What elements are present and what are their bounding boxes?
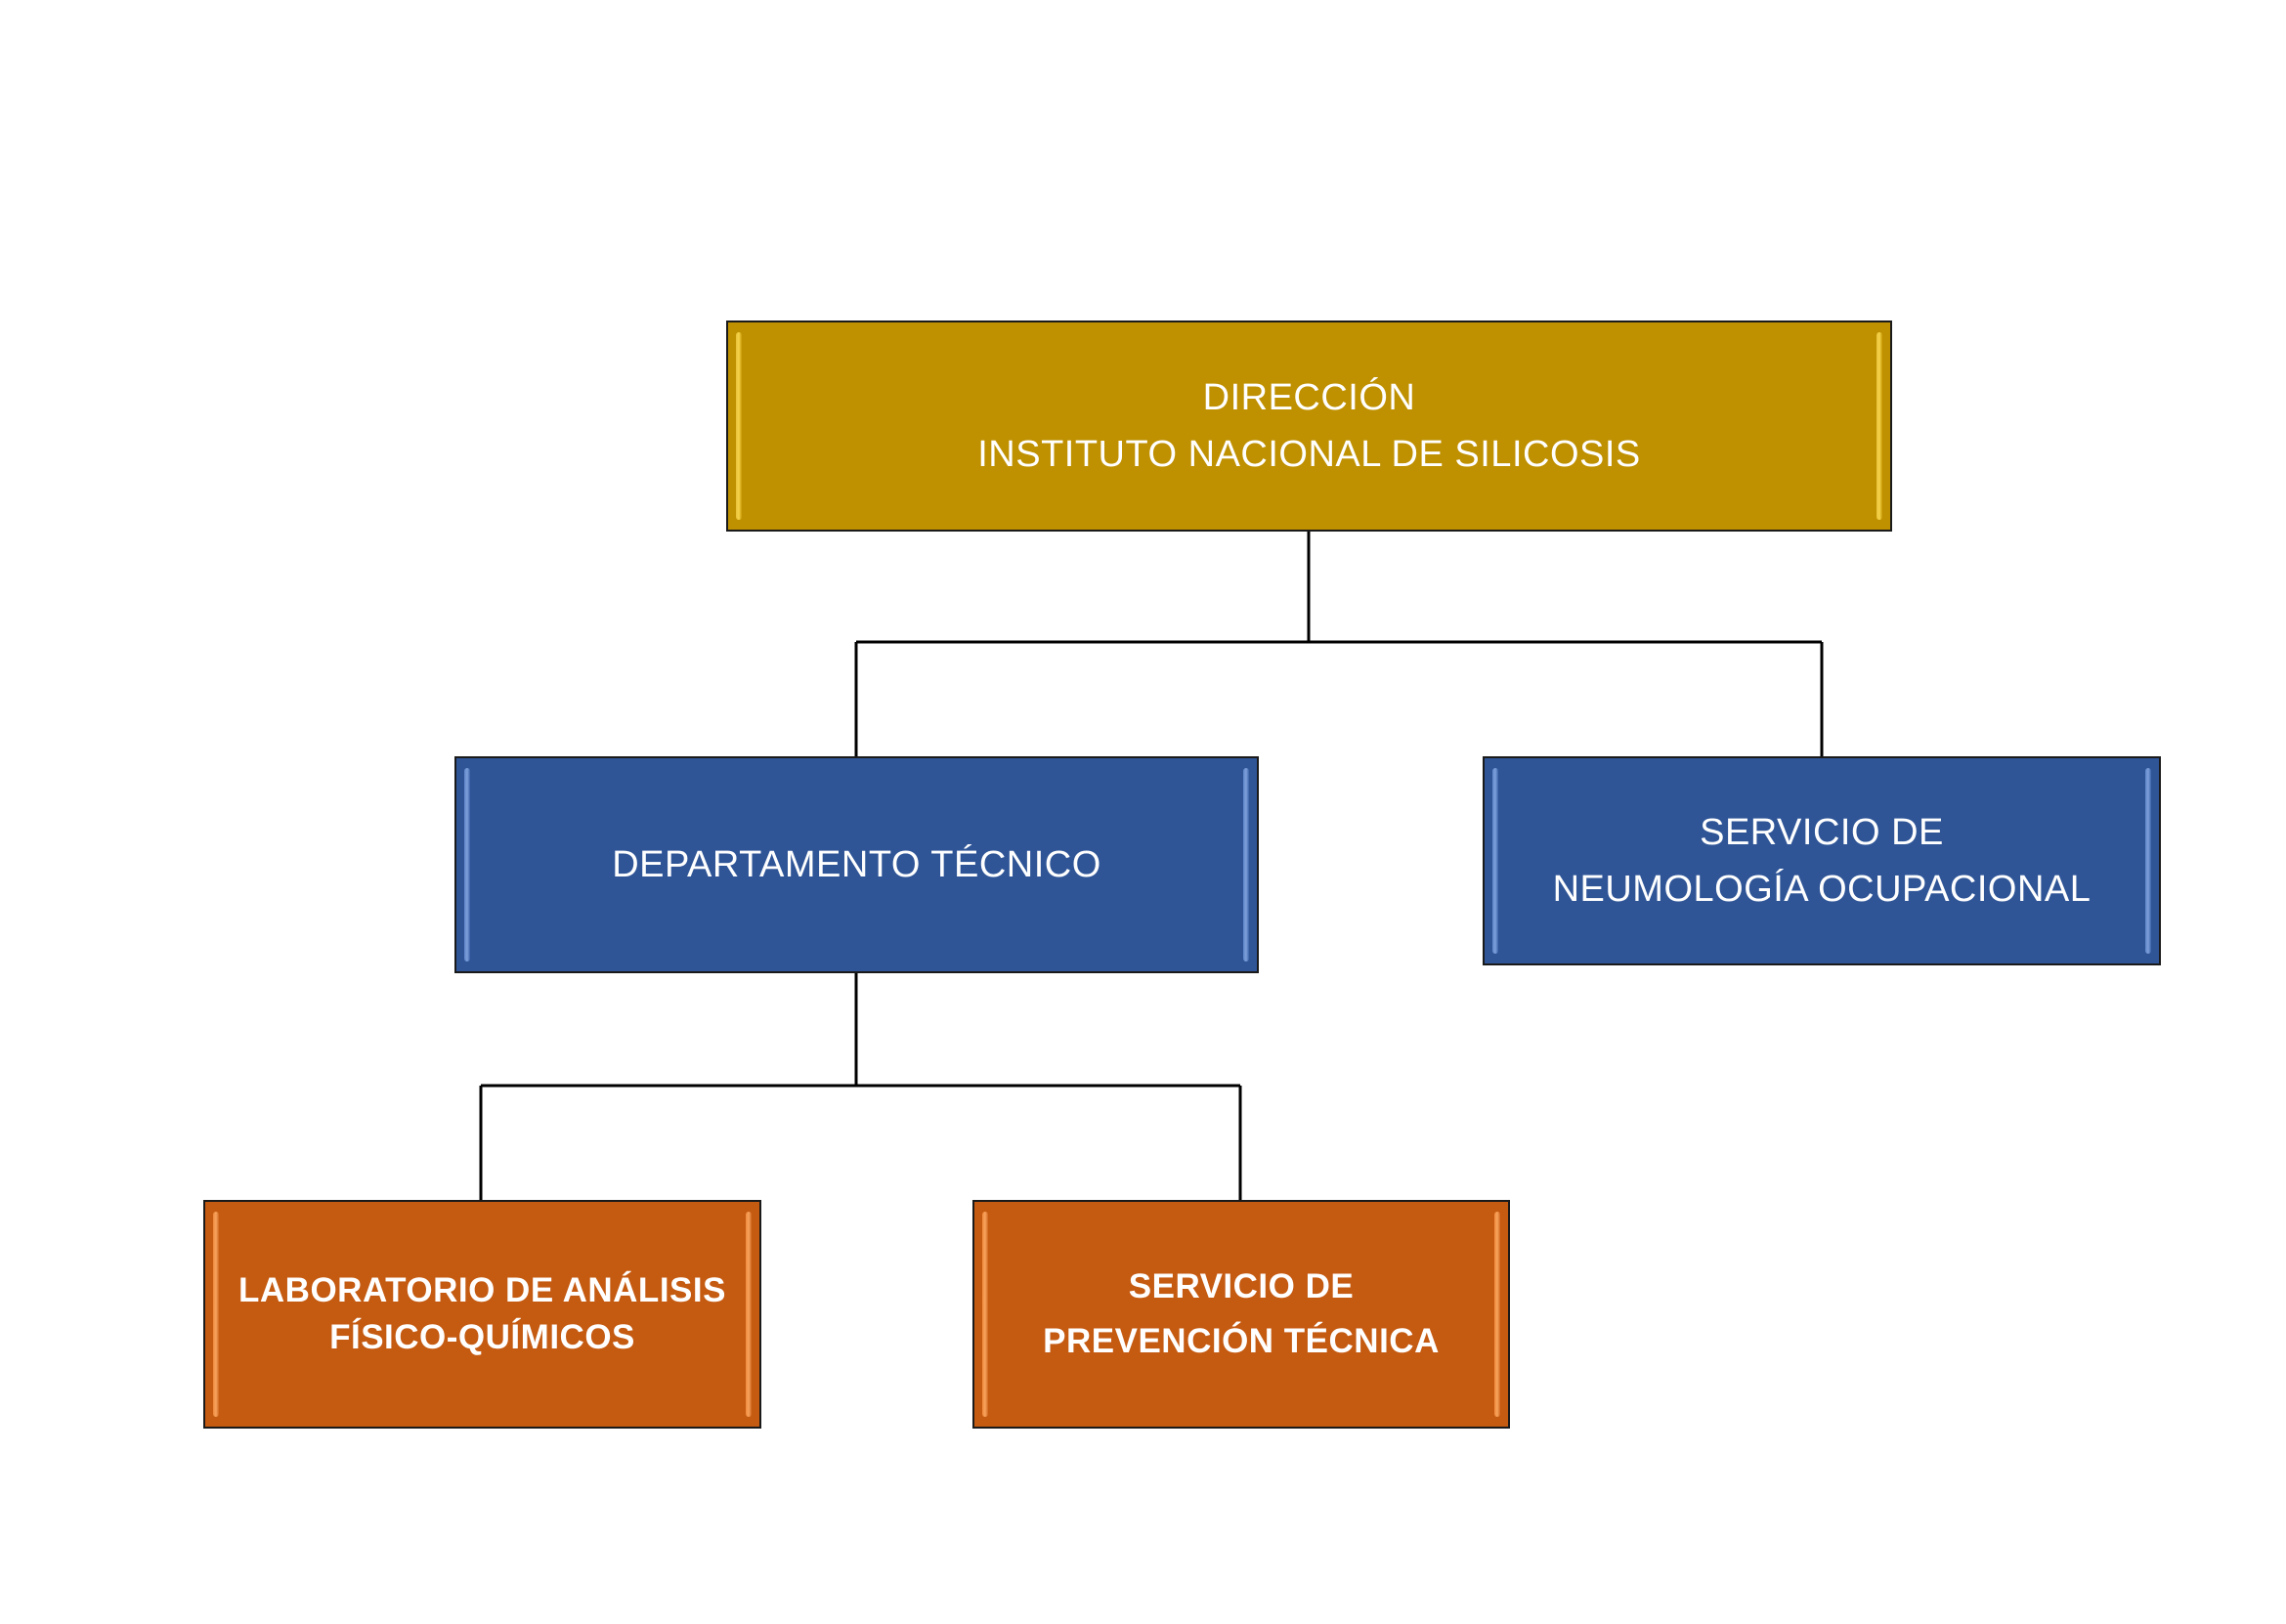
node-depto-line-1: DEPARTAMENTO TÉCNICO xyxy=(612,844,1101,885)
node-neumo-line-1: SERVICIO DE xyxy=(1700,812,1944,853)
node-direccion-line-2: INSTITUTO NACIONAL DE SILICOSIS xyxy=(977,434,1641,475)
node-neumo-line-2: NEUMOLOGÍA OCUPACIONAL xyxy=(1552,869,2092,910)
node-direccion-line-1: DIRECCIÓN xyxy=(1202,377,1416,418)
node-prev-line-2: PREVENCIÓN TÉCNICA xyxy=(1043,1322,1440,1360)
node-servicio-neumologia: SERVICIO DE NEUMOLOGÍA OCUPACIONAL xyxy=(1483,756,2161,965)
node-lab-line-1: LABORATORIO DE ANÁLISIS xyxy=(238,1271,726,1309)
node-lab-line-2: FÍSICO-QUÍMICOS xyxy=(329,1318,635,1356)
node-prev-line-1: SERVICIO DE xyxy=(1128,1267,1355,1305)
node-departamento-tecnico: DEPARTAMENTO TÉCNICO xyxy=(454,756,1259,973)
node-laboratorio: LABORATORIO DE ANÁLISIS FÍSICO-QUÍMICOS xyxy=(203,1200,761,1429)
node-direccion: DIRECCIÓN INSTITUTO NACIONAL DE SILICOSI… xyxy=(726,321,1892,532)
node-servicio-prevencion: SERVICIO DE PREVENCIÓN TÉCNICA xyxy=(972,1200,1510,1429)
